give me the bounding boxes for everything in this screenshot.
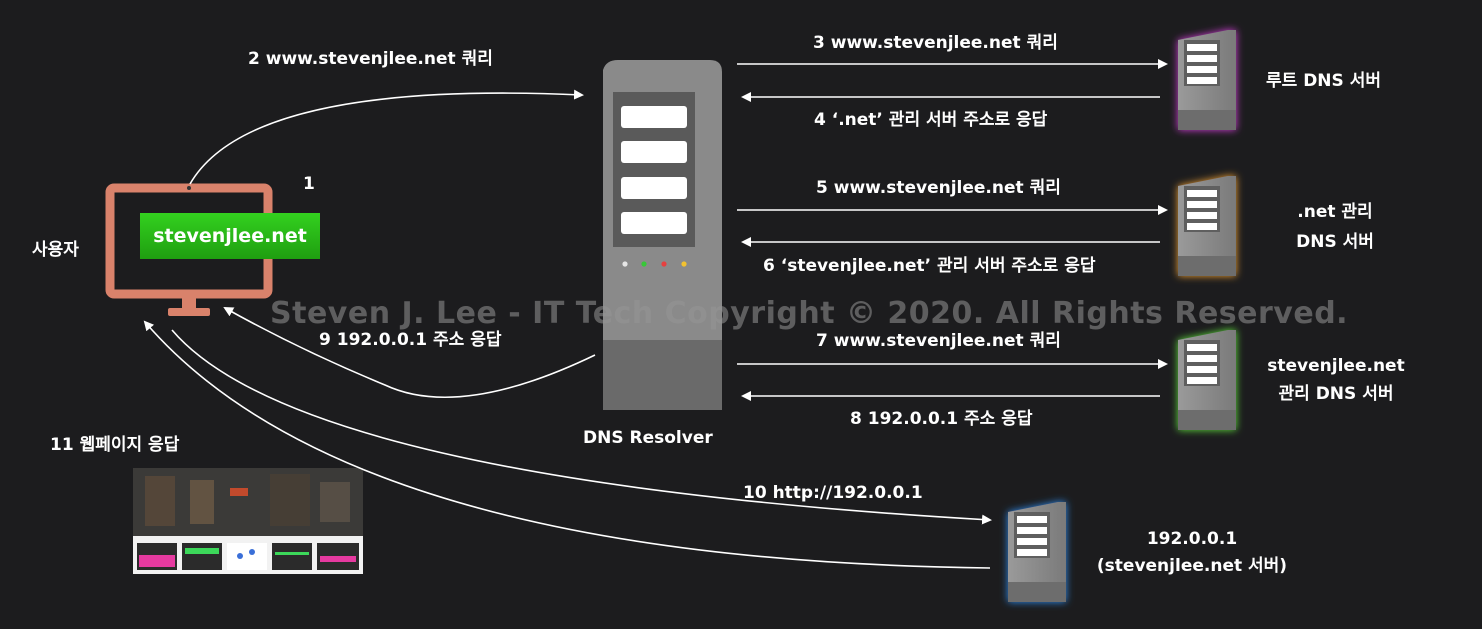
- root-dns-server-icon: [1178, 30, 1236, 130]
- step-11-label: 11 웹페이지 응답: [50, 435, 180, 455]
- web-server-label-line2: (stevenjlee.net 서버): [1096, 556, 1288, 576]
- watermark: Steven J. Lee - IT Tech Copyright © 2020…: [270, 296, 1349, 331]
- domain-badge: stevenjlee.net: [140, 213, 320, 259]
- authoritative-dns-server-icon: [1178, 330, 1236, 430]
- step-3-label: 3 www.stevenjlee.net 쿼리: [813, 33, 1058, 53]
- root-server-label: 루트 DNS 서버: [1266, 71, 1381, 91]
- authoritative-server-label-line2: 관리 DNS 서버: [1278, 384, 1394, 404]
- web-server-label-line1: 192.0.0.1: [1146, 529, 1238, 549]
- web-server-icon: [1008, 502, 1066, 602]
- step-6-label: 6 ‘stevenjlee.net’ 관리 서버 주소로 응답: [763, 256, 1096, 276]
- step-1-label: 1: [303, 174, 315, 194]
- step-7-label: 7 www.stevenjlee.net 쿼리: [816, 331, 1061, 351]
- arrow-10: [171, 329, 992, 525]
- step-8-label: 8 192.0.0.1 주소 응답: [850, 409, 1033, 429]
- user-label: 사용자: [32, 240, 79, 260]
- step-9-label: 9 192.0.0.1 주소 응답: [319, 330, 502, 350]
- net-server-label-line2: DNS 서버: [1296, 232, 1374, 252]
- webpage-thumbnail: [133, 468, 363, 574]
- net-dns-server-icon: [1178, 176, 1236, 276]
- arrow-2: [189, 89, 584, 185]
- arrows: [143, 59, 1168, 569]
- authoritative-server-label-line1: stevenjlee.net: [1267, 356, 1405, 376]
- step-5-label: 5 www.stevenjlee.net 쿼리: [816, 178, 1061, 198]
- net-server-label-line1: .net 관리: [1297, 202, 1373, 222]
- step-2-label: 2 www.stevenjlee.net 쿼리: [248, 49, 493, 69]
- resolver-label: DNS Resolver: [583, 428, 713, 448]
- dns-resolver-server-icon: [603, 60, 722, 410]
- arrow-11: [143, 320, 991, 569]
- step-4-label: 4 ‘.net’ 관리 서버 주소로 응답: [814, 110, 1048, 130]
- arrow-9: [223, 307, 596, 398]
- step-10-label: 10 http://192.0.0.1: [743, 483, 923, 503]
